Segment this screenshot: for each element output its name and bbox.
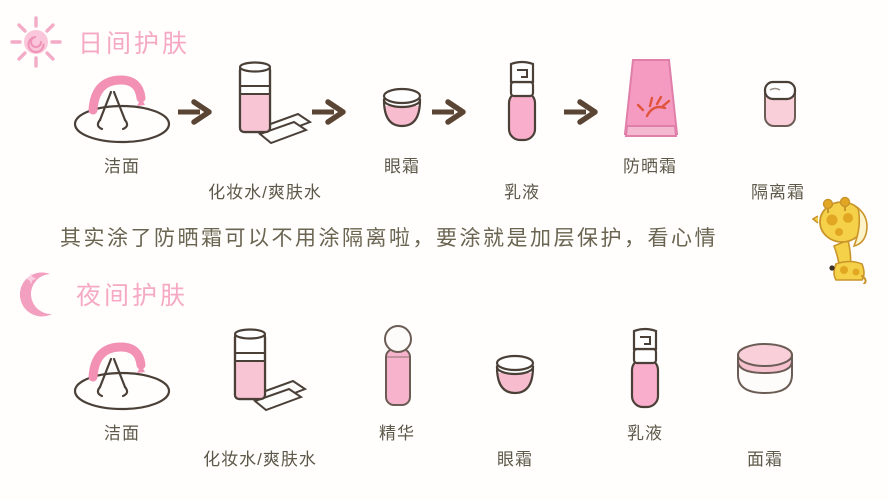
- night-routine-row: 洁面 化妆水/爽肤水: [0, 325, 889, 475]
- day-step-label: 眼霜: [384, 157, 420, 176]
- lotion-pump-icon: [462, 60, 582, 146]
- day-step-label: 洁面: [104, 157, 140, 176]
- night-step-label: 精华: [379, 424, 415, 443]
- day-step-toner: 化妆水/爽肤水: [195, 60, 335, 203]
- day-step-lotion: 乳液: [462, 60, 582, 203]
- night-step-label: 化妆水/爽肤水: [203, 450, 317, 469]
- sunscreen-tube-icon: [590, 59, 710, 146]
- night-step-label: 眼霜: [497, 450, 533, 469]
- night-step-eye-cream: 眼霜: [455, 327, 575, 470]
- primer-jar-icon: [718, 60, 838, 146]
- lotion-pump-icon: [585, 327, 705, 413]
- toner-bottle-icon: [195, 60, 335, 146]
- night-step-label: 面霜: [747, 450, 783, 469]
- day-section-header: 日间护肤: [8, 14, 190, 70]
- day-step-label: 乳液: [504, 183, 540, 202]
- arrow-day-2: [310, 98, 350, 126]
- serum-bottle-icon: [337, 325, 457, 413]
- arrow-day-1: [176, 98, 216, 126]
- night-step-face-cream: 面霜: [705, 327, 825, 470]
- day-section-title: 日间护肤: [78, 30, 191, 58]
- night-step-serum: 精华: [337, 325, 457, 444]
- night-step-lotion: 乳液: [585, 327, 705, 444]
- day-step-cleanser: 洁面: [62, 60, 182, 177]
- eye-cream-jar-icon: [455, 327, 575, 413]
- eye-cream-jar-icon: [342, 60, 462, 146]
- cleanser-sink-icon: [62, 327, 182, 413]
- night-step-label: 乳液: [627, 424, 663, 443]
- toner-bottle-icon: [190, 327, 330, 413]
- night-step-toner: 化妆水/爽肤水: [190, 327, 330, 470]
- arrow-day-3: [430, 98, 470, 126]
- night-section-header: 夜间护肤: [10, 268, 188, 320]
- note-text: 其实涂了防晒霜可以不用涂隔离啦，要涂就是加层保护，看心情: [60, 227, 718, 250]
- day-step-label: 化妆水/爽肤水: [208, 183, 322, 202]
- day-step-sunscreen: 防晒霜: [590, 59, 710, 177]
- day-routine-row: 洁面 化妆水/爽肤水: [0, 58, 889, 208]
- face-cream-jar-icon: [705, 327, 825, 413]
- arrow-day-4: [562, 98, 602, 126]
- night-step-cleanser: 洁面: [62, 327, 182, 444]
- night-step-label: 洁面: [104, 424, 140, 443]
- giraffe-mascot: [811, 196, 889, 285]
- cleanser-sink-icon: [62, 60, 182, 146]
- day-step-eye-cream: 眼霜: [342, 60, 462, 177]
- moon-icon: [10, 268, 62, 320]
- sun-icon: [8, 14, 64, 70]
- day-step-primer: 隔离霜: [718, 60, 838, 203]
- day-step-label: 隔离霜: [751, 183, 805, 202]
- day-step-label: 防晒霜: [623, 157, 677, 176]
- night-section-title: 夜间护肤: [76, 282, 189, 310]
